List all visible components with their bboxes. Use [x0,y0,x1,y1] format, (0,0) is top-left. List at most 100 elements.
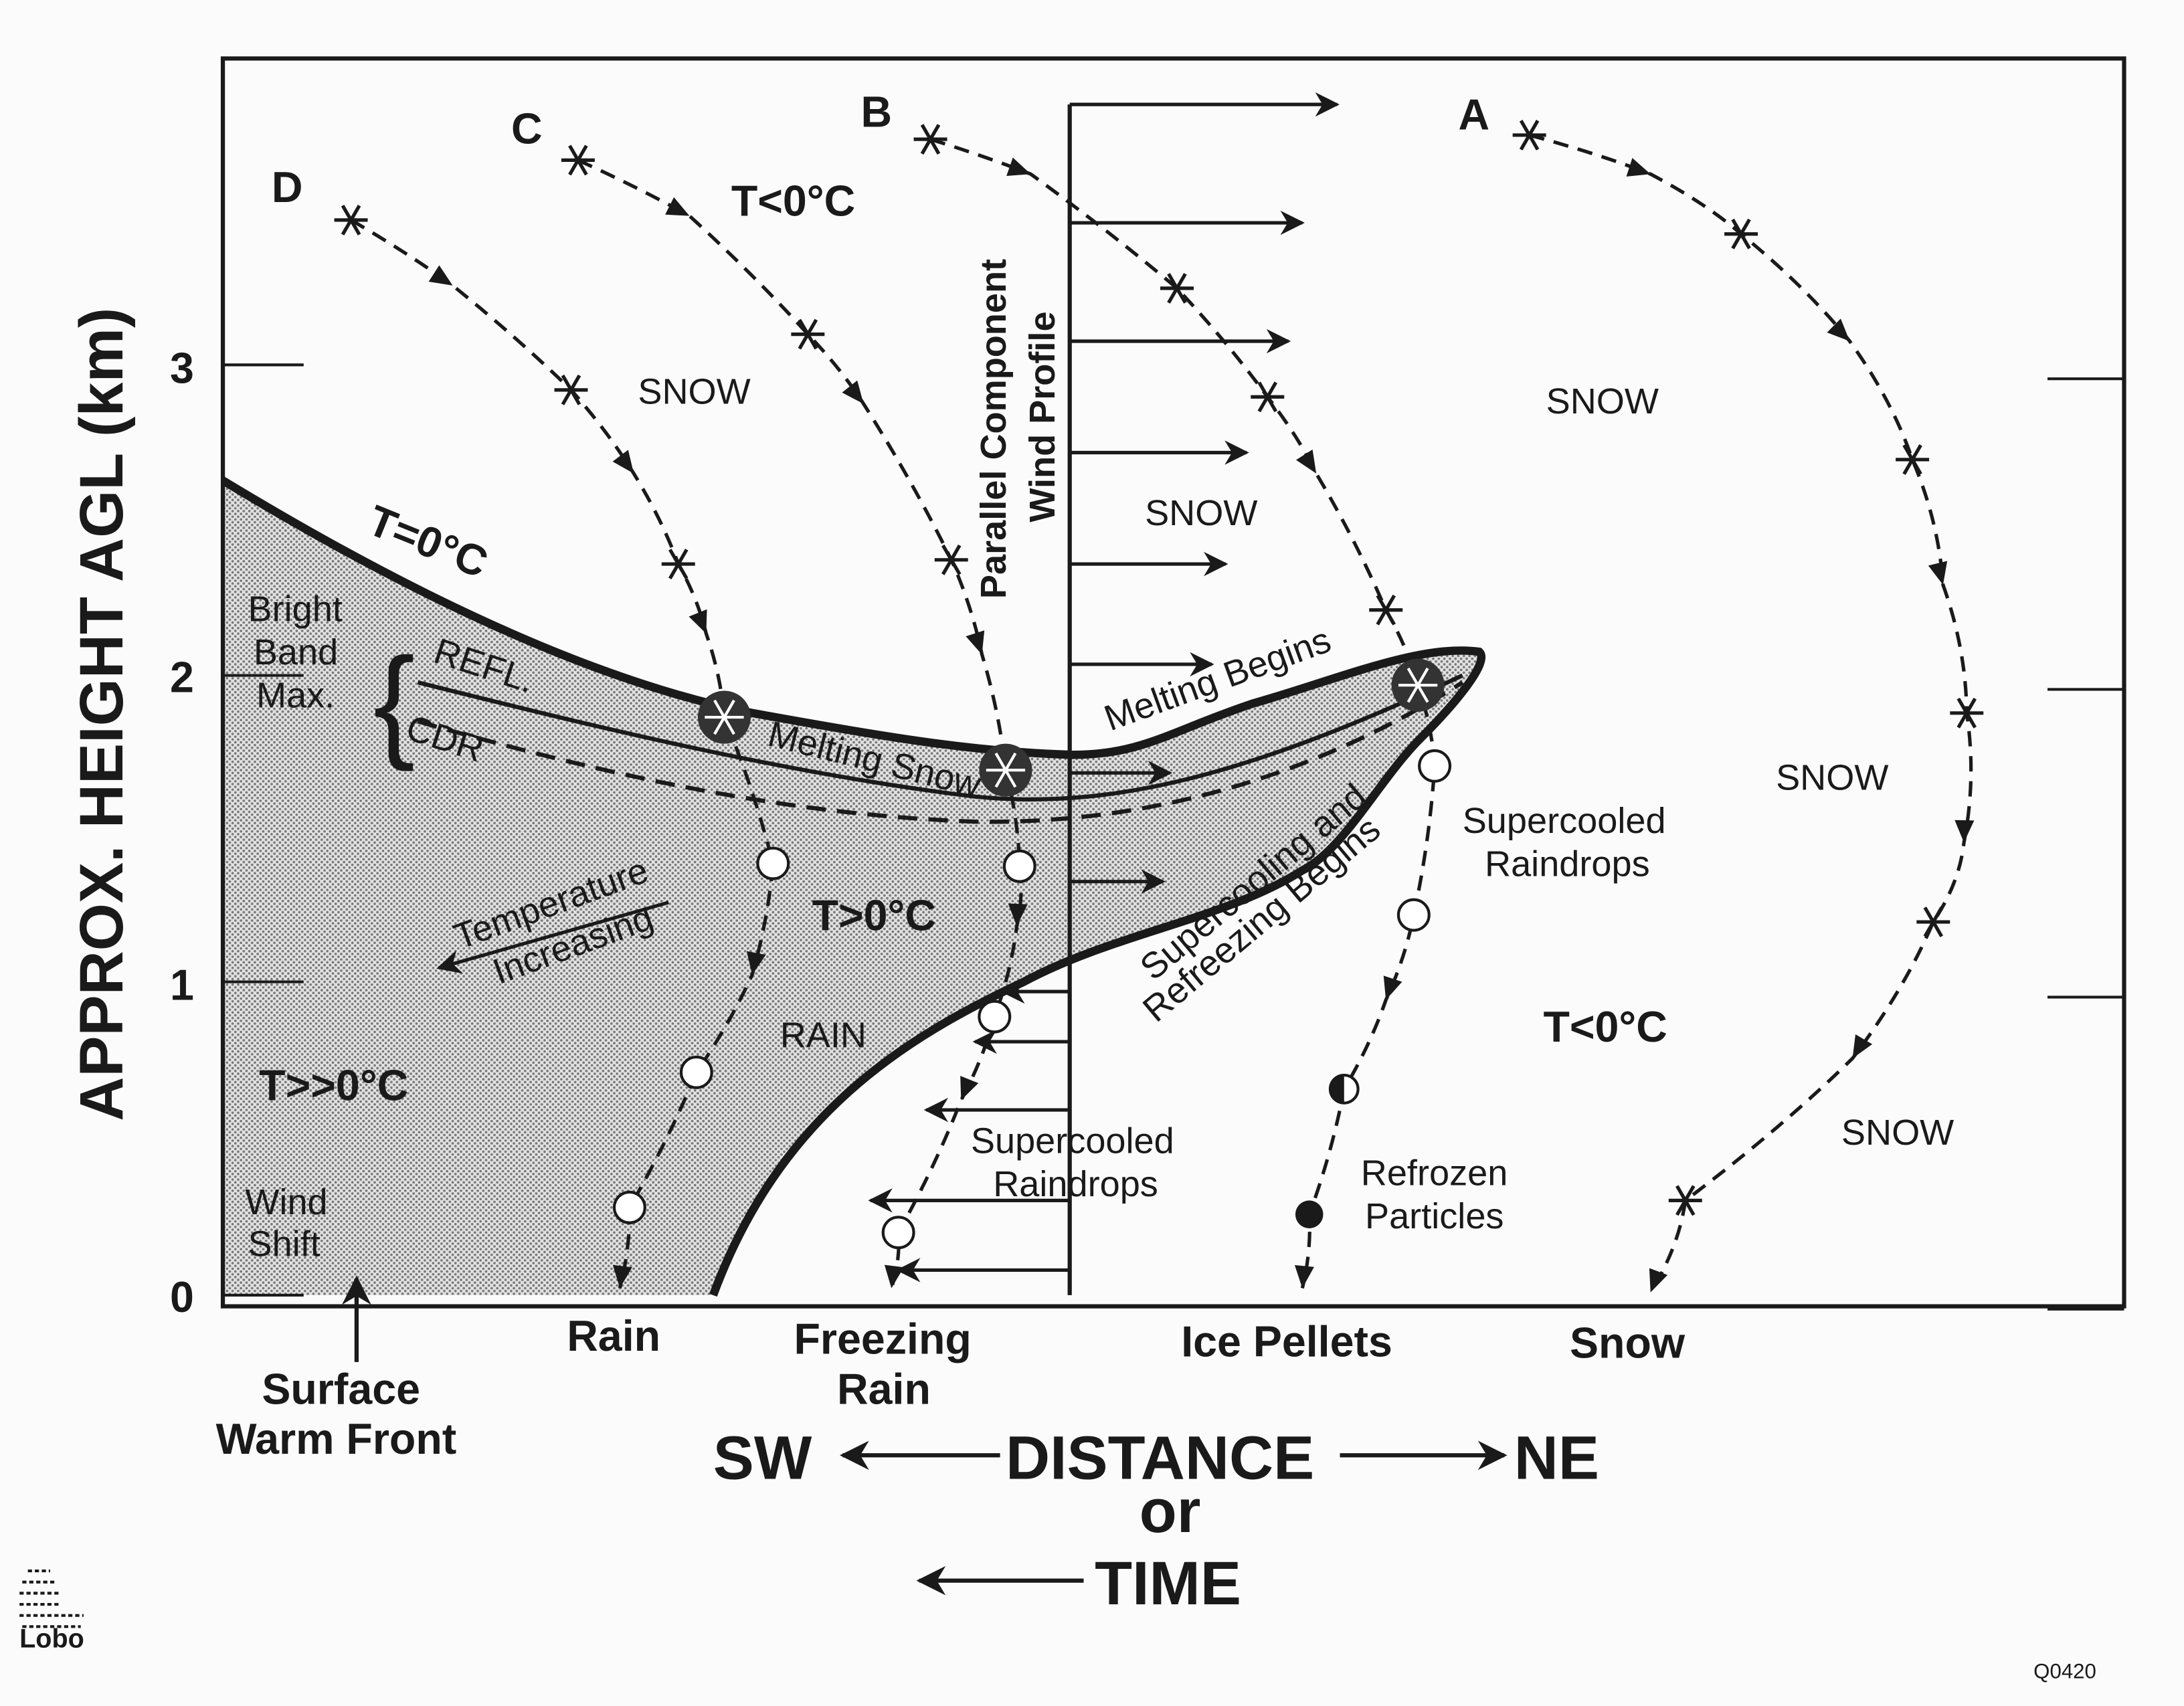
ne-label: NE [1514,1424,1599,1493]
melting-snowflake-icon [979,743,1032,797]
warm-region-label: T>0°C [812,892,936,940]
direction-arrowhead [960,1076,979,1101]
figure-code: Q0420 [2033,1659,2096,1683]
snow-crystal-icon [1896,444,1930,475]
warm-layer-region [223,480,1481,1295]
freezing-drop-icon [1328,1073,1360,1105]
temperature-increasing-arrow [436,901,669,974]
supercooled-right-2: Raindrops [1485,844,1650,884]
trajectory-c [561,145,1036,1289]
y-tick-0: 0 [170,1273,194,1321]
snow-crystal-icon [1916,907,1950,937]
supercooled-right-1: Supercooled [1463,801,1666,841]
or-label: or [1140,1477,1201,1545]
svg-text:Lobo: Lobo [19,1624,84,1654]
trajectory-path [350,218,775,1289]
trajectories [334,119,1984,1294]
direction-arrowhead [612,1264,632,1289]
direction-arrowhead [1626,158,1651,177]
snow-crystal-icon [1950,697,1984,729]
direction-arrowhead [1954,820,1975,843]
refrozen-label-1: Refrozen [1361,1153,1508,1193]
snow-crystal-icon [1668,1185,1702,1216]
snow-crystal-icon [791,318,825,350]
y-tick-2: 2 [170,654,194,702]
reflectivity-max-line [417,673,1464,801]
snow-crystal-icon [1369,594,1403,626]
raindrop-icon [881,1216,915,1250]
surface-freezing-label-1: Freezing [794,1315,972,1363]
very-warm-region-label: T>>0°C [259,1061,408,1109]
raindrop-icon [978,1000,1012,1034]
time-label: TIME [1095,1549,1241,1618]
bright-band-label-2: Band [254,632,338,672]
sw-label: SW [713,1424,812,1493]
direction-arrowhead [665,197,690,216]
wind-profile-label-2: Wind Profile [1022,311,1063,522]
surface-snow-label: Snow [1570,1319,1686,1367]
snow-crystal-icon [934,544,968,575]
trajectory-label-c: C [511,104,543,153]
snow-crystal-icon [561,145,595,176]
wind-shift-label-1: Wind [245,1182,327,1222]
melting-snowflake-icon [1391,658,1445,712]
y-axis-label: APPROX. HEIGHT AGL (km) [68,308,136,1121]
direction-arrowhead [1006,157,1031,177]
snow-label-3: SNOW [1546,381,1659,421]
direction-arrowhead [842,380,864,404]
cdr-line [417,680,1464,824]
bright-band-label-3: Max. [256,675,335,715]
snow-crystal-icon [1724,218,1758,250]
trajectory-b [913,124,1452,1289]
cold-region-label-right: T<0°C [1543,1003,1667,1051]
snow-label-5: SNOW [1841,1113,1954,1153]
ice-pellet-icon [1295,1200,1324,1228]
direction-arrowhead [884,1264,904,1289]
raindrop-icon [679,1055,713,1089]
direction-arrowhead [1649,1268,1668,1293]
bracket: { [373,632,416,772]
snow-crystal-icon [1160,272,1194,304]
lobo-logo: Lobo [19,1570,84,1654]
trajectory-label-a: A [1458,91,1489,139]
y-axis-ticks [223,363,2124,1311]
direction-arrowhead [1294,1264,1314,1289]
trajectory-a [1512,119,1984,1294]
snow-crystal-icon [913,124,947,155]
surface-freezing-label-2: Rain [837,1365,931,1413]
direction-arrowhead [1827,318,1850,341]
supercooled-left-1: Supercooled [971,1121,1174,1161]
raindrop-icon [1418,749,1452,783]
raindrop-icon [612,1190,646,1224]
snow-crystal-icon [1512,119,1546,151]
surface-ice-pellets-label: Ice Pellets [1181,1318,1392,1366]
surface-front-label-1: Surface [262,1365,420,1413]
snow-crystal-icon [1251,381,1285,413]
surface-rain-label: Rain [567,1312,660,1360]
wind-shift-label-2: Shift [248,1224,321,1264]
snow-crystal-icon [334,204,368,235]
plot-frame [220,56,2126,1309]
trajectory-d [334,204,790,1289]
y-tick-1: 1 [170,961,194,1010]
surface-front-label-2: Warm Front [216,1415,457,1463]
melting-snowflake-icon [697,690,751,744]
direction-arrowhead [428,265,453,286]
direction-arrowhead [612,450,634,474]
direction-arrowhead [1928,561,1948,585]
direction-arrowhead [1008,903,1028,927]
snow-crystal-icon [661,549,695,579]
bright-band-label-1: Bright [248,589,343,629]
raindrop-icon [1002,849,1036,883]
trajectory-label-b: B [860,88,892,136]
direction-arrowhead [1383,975,1402,1000]
direction-arrowhead [966,630,985,655]
snow-label-2: SNOW [1145,493,1257,533]
snow-label-4: SNOW [1776,757,1888,797]
y-tick-3: 3 [170,344,194,392]
direction-arrowhead [746,951,766,975]
snow-label-1: SNOW [638,372,750,412]
trajectory-label-d: D [272,163,303,211]
refrozen-label-2: Particles [1365,1196,1504,1236]
